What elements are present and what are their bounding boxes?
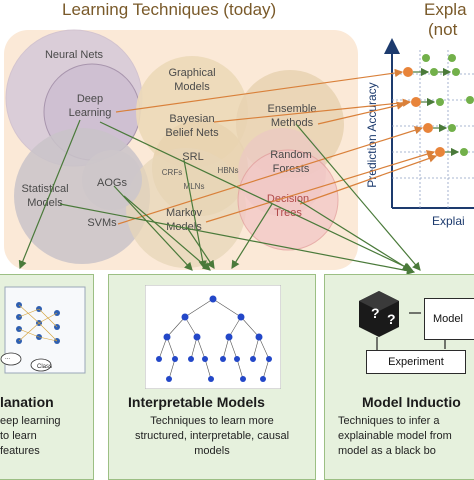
black-box-question-1: ? xyxy=(371,305,380,321)
model-induction-desc: Techniques to infer a explainable model … xyxy=(338,415,452,457)
model-induction-title: Model Inductio xyxy=(362,394,461,410)
explainability-subtitle: (not xyxy=(428,20,458,39)
deep-explanation-desc: eep learning to learn features xyxy=(0,415,61,457)
orange-point xyxy=(423,123,433,133)
aogs-label: AOGs xyxy=(97,177,127,189)
green-point xyxy=(452,68,460,76)
deep-explanation-panel: ... Class xyxy=(0,274,94,480)
crfs-label: CRFs xyxy=(161,168,183,177)
bayesian-belief-nets-label: Bayesian Belief Nets xyxy=(165,113,219,139)
interpretable-models-desc: Techniques to learn more structured, int… xyxy=(134,415,290,457)
hbns-label: HBNs xyxy=(217,166,239,175)
network-node-label: ... xyxy=(5,355,11,361)
ensemble-methods-label: Ensemble Methods xyxy=(267,103,317,129)
and-or-graph-figure xyxy=(145,285,281,389)
plot-markers xyxy=(403,54,474,157)
plot-x-label: Explai xyxy=(432,214,465,228)
orange-connectors xyxy=(115,68,438,225)
model-box: Model xyxy=(424,298,474,340)
interpretable-models-panel xyxy=(108,274,316,480)
srl-label: SRL xyxy=(182,151,204,163)
graphical-models-label: Graphical Models xyxy=(168,67,216,93)
green-point xyxy=(430,68,438,76)
neural-nets-label: Neural Nets xyxy=(44,49,104,61)
green-connectors xyxy=(18,119,421,275)
orange-point xyxy=(435,147,445,157)
black-box-question-2: ? xyxy=(387,311,396,327)
deep-explanation-title: lanation xyxy=(0,394,54,410)
learning-techniques-title: Learning Techniques (today) xyxy=(62,0,277,19)
decision-trees-label: Decision Trees xyxy=(266,193,310,219)
orange-point xyxy=(403,67,413,77)
green-point xyxy=(448,54,456,62)
svms-label: SVMs xyxy=(87,217,117,229)
green-point xyxy=(422,54,430,62)
decision-trees-bubble xyxy=(237,149,339,251)
deep-learning-label: Deep Learning xyxy=(68,93,112,119)
markov-models-bubble xyxy=(126,148,246,268)
aogs-bubble xyxy=(82,150,142,210)
mlns-label: MLNs xyxy=(183,182,205,191)
statistical-models-label: Statistical Models xyxy=(21,183,69,209)
green-point xyxy=(466,96,474,104)
explainability-title: Expla xyxy=(424,0,467,19)
plot-improvement-arrows xyxy=(413,67,460,157)
green-point xyxy=(448,124,456,132)
interpretable-models-title: Interpretable Models xyxy=(128,394,265,410)
neural-network-figure xyxy=(0,286,86,374)
orange-point xyxy=(411,97,421,107)
experiment-box: Experiment xyxy=(366,350,466,374)
network-class-label: Class xyxy=(37,364,53,370)
green-point xyxy=(460,148,468,156)
green-point xyxy=(436,98,444,106)
